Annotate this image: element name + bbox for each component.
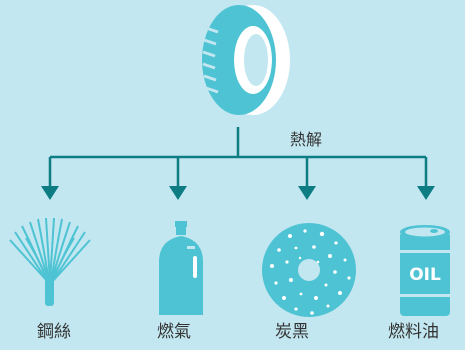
arrow-down-icon bbox=[169, 186, 187, 200]
tire-icon bbox=[202, 5, 290, 115]
branch-connector bbox=[48, 127, 428, 186]
product-label-gas: 燃氣 bbox=[157, 322, 191, 342]
arrow-down-icon bbox=[417, 186, 435, 200]
arrow-down-icon bbox=[41, 186, 59, 200]
gas-cylinder-icon bbox=[159, 221, 203, 315]
branch-arrows bbox=[41, 186, 435, 200]
oil-drum-text: OIL bbox=[409, 265, 441, 285]
product-label-carbon-black: 炭黑 bbox=[275, 322, 309, 342]
carbon-black-icon bbox=[262, 223, 356, 317]
arrow-down-icon bbox=[298, 186, 316, 200]
product-label-fuel-oil: 燃料油 bbox=[388, 322, 439, 342]
product-label-steel-wire: 鋼絲 bbox=[37, 322, 71, 342]
oil-drum-icon: OIL bbox=[400, 225, 450, 316]
steel-wire-bundle bbox=[45, 276, 54, 306]
process-label: 熱解 bbox=[290, 130, 323, 149]
